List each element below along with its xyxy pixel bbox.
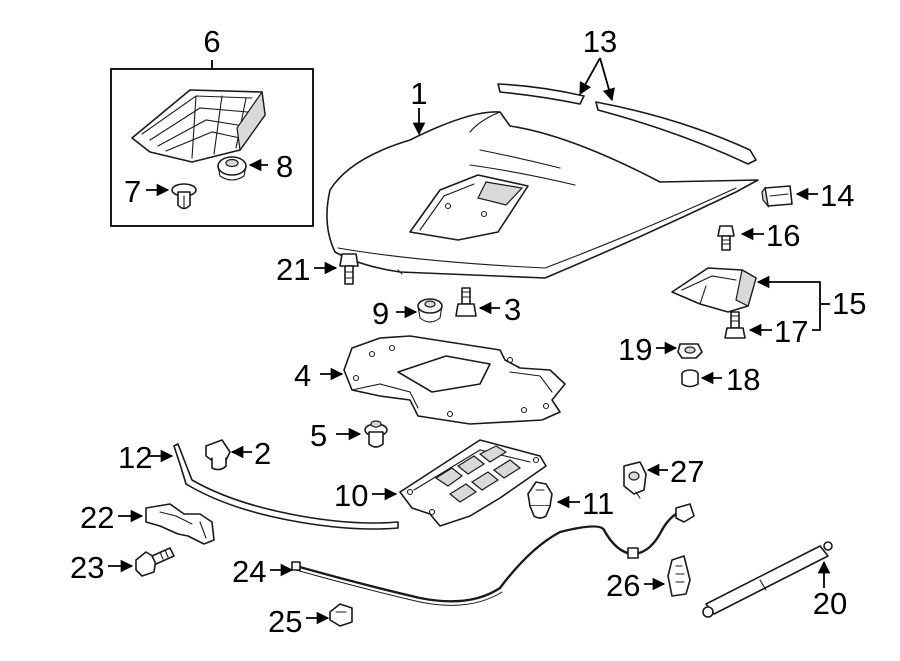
seal-13: [497, 83, 757, 165]
lift-strut-20: [702, 541, 833, 618]
callout-7: 7: [124, 174, 141, 209]
clip-25: [329, 603, 353, 627]
grommet-9: [417, 298, 443, 323]
bolt-3: [455, 287, 477, 317]
callout-22: 22: [80, 500, 114, 535]
bolt-17: [724, 311, 746, 339]
bumper-18: [681, 369, 699, 388]
callout-9: 9: [372, 296, 389, 331]
callout-24: 24: [232, 554, 266, 589]
hood-vent-part: [131, 89, 266, 163]
push-pin-7: [171, 183, 197, 210]
bumper-11: [527, 481, 553, 519]
clip-2: [205, 439, 231, 471]
release-cable-24: [291, 503, 695, 606]
leader-15-bracket: [812, 281, 821, 331]
callout-15: 15: [832, 286, 866, 321]
insulator-4: [343, 335, 566, 425]
callout-4: 4: [294, 358, 311, 393]
callout-27: 27: [670, 454, 704, 489]
callout-6: 6: [203, 24, 220, 59]
bumper-14: [761, 185, 793, 209]
grommet-8: [217, 156, 247, 181]
hood-panel-1: [326, 111, 759, 279]
callout-26: 26: [606, 568, 640, 603]
sensor-27: [623, 461, 647, 499]
leader-13a: [579, 57, 601, 96]
callout-19: 19: [618, 332, 652, 367]
stud-21: [339, 253, 359, 285]
nut-19: [677, 343, 703, 359]
callout-5: 5: [310, 418, 327, 453]
callout-8: 8: [276, 149, 293, 184]
latch-panel-10: [399, 439, 547, 527]
callout-14: 14: [820, 178, 854, 213]
callout-17: 17: [774, 314, 808, 349]
bolt-16: [717, 225, 735, 251]
hose-12: [173, 443, 399, 530]
callout-10: 10: [334, 478, 368, 513]
callout-16: 16: [766, 218, 800, 253]
leader-13b: [599, 57, 615, 102]
callout-1: 1: [410, 76, 427, 111]
callout-21: 21: [276, 252, 310, 287]
callout-12: 12: [118, 440, 152, 475]
callout-20: 20: [813, 586, 847, 621]
callout-3: 3: [504, 292, 521, 327]
callout-18: 18: [726, 362, 760, 397]
bracket-15: [671, 267, 757, 313]
callout-25: 25: [268, 604, 302, 639]
callout-23: 23: [70, 550, 104, 585]
callout-2: 2: [254, 436, 271, 471]
push-pin-5: [364, 420, 388, 448]
callout-13: 13: [583, 24, 617, 59]
inset-group-6: 6 8 7: [110, 24, 314, 227]
callout-11: 11: [582, 486, 614, 521]
bolt-23: [135, 547, 175, 577]
bracket-22: [145, 503, 215, 545]
release-handle-26: [667, 555, 691, 597]
